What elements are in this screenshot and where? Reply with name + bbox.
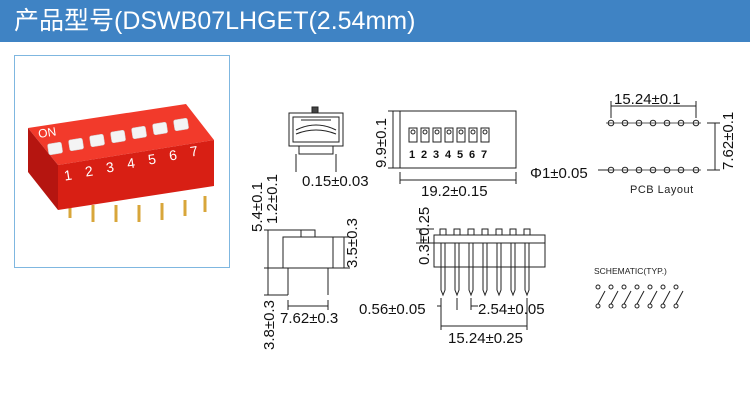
pcb-layout bbox=[598, 101, 720, 171]
pin-pitch-dim: 2.54±0.05 bbox=[478, 301, 545, 318]
schematic-symbol bbox=[595, 284, 684, 309]
header-bar: 产品型号(DSWB07LHGET(2.54mm) bbox=[0, 0, 750, 42]
front-switch-number: 1 bbox=[409, 149, 415, 161]
pcb-layout-label: PCB Layout bbox=[630, 184, 694, 196]
pcb-holes bbox=[607, 119, 700, 174]
front-width-dim: 19.2±0.15 bbox=[421, 183, 488, 200]
product-photo: ON 1 2 3 4 5 6 7 bbox=[28, 104, 214, 222]
front-switch-number: 6 bbox=[469, 149, 475, 161]
front-view bbox=[388, 110, 517, 184]
photo-switch-number: 3 bbox=[105, 158, 115, 175]
top-view bbox=[288, 106, 344, 172]
front-height-dim: 9.9±0.1 bbox=[373, 118, 390, 168]
front-switch-number: 7 bbox=[481, 149, 487, 161]
pcb-span-dim: 15.24±0.1 bbox=[614, 91, 681, 108]
side-pin-length-dim: 3.8±0.3 bbox=[261, 300, 278, 350]
pcb-crosshairs bbox=[606, 122, 701, 171]
side-total-height-dim: 5.4±0.1 bbox=[249, 182, 266, 232]
photo-on-label: ON bbox=[37, 124, 57, 141]
front-switch-number: 4 bbox=[445, 149, 452, 161]
front-switch-number: 3 bbox=[433, 149, 439, 161]
pin-offset-dim: 0.3±0.25 bbox=[416, 207, 433, 265]
product-title: 产品型号(DSWB07LHGET(2.54mm) bbox=[14, 7, 416, 35]
top-view-width-dim: 0.15±0.03 bbox=[302, 173, 369, 190]
side-view bbox=[264, 229, 350, 310]
side-body-dim: 3.5±0.3 bbox=[344, 218, 361, 268]
photo-switch-number: 1 bbox=[63, 166, 73, 183]
pin-view bbox=[416, 228, 546, 330]
photo-switch-number: 2 bbox=[84, 162, 94, 179]
side-actuator-dim: 1.2±0.1 bbox=[264, 174, 281, 224]
photo-switch-number: 7 bbox=[189, 142, 199, 159]
pin-width-dim: 0.56±0.05 bbox=[359, 301, 426, 318]
front-switch-number: 2 bbox=[421, 149, 427, 161]
photo-switch-number: 4 bbox=[126, 154, 136, 171]
pcb-hole-dim: Φ1±0.05 bbox=[530, 165, 588, 182]
front-switch-number: 5 bbox=[457, 149, 463, 161]
pcb-row-dim: 7.62±0.1 bbox=[720, 112, 737, 170]
photo-switch-number: 5 bbox=[147, 150, 157, 167]
photo-switch-number: 6 bbox=[168, 146, 178, 163]
side-pin-spacing-dim: 7.62±0.3 bbox=[280, 310, 338, 327]
schematic-label: SCHEMATIC(TYP.) bbox=[594, 266, 667, 276]
pin-span-dim: 15.24±0.25 bbox=[448, 330, 523, 347]
